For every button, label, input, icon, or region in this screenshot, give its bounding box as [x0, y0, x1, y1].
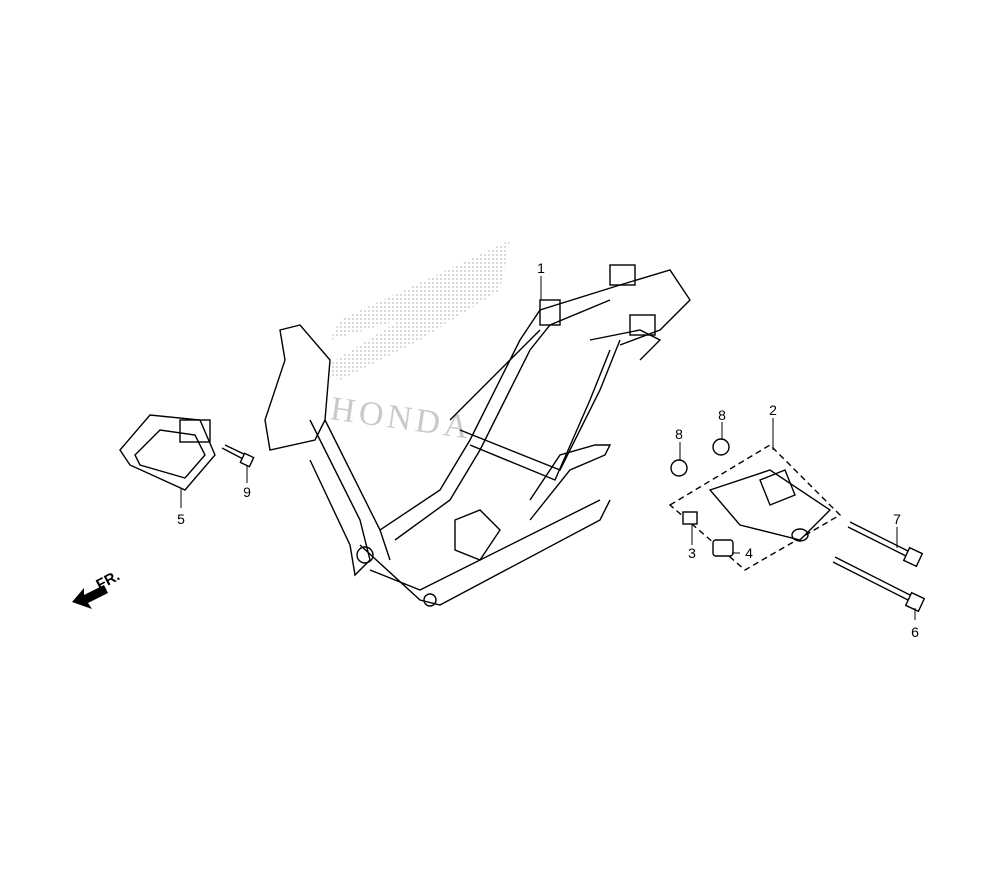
front-direction-arrow-icon	[72, 585, 108, 609]
callout-7: 7	[893, 511, 901, 527]
callout-2: 2	[769, 402, 777, 418]
collar-part-8a	[670, 459, 688, 477]
rubber-part-3	[682, 511, 698, 525]
callout-3: 3	[688, 545, 696, 561]
callout-8-left: 8	[675, 426, 683, 442]
bolt-part-9	[221, 444, 255, 468]
hanger-part-2	[668, 444, 842, 571]
leader-lines	[180, 276, 916, 620]
bolt-part-6	[832, 556, 926, 613]
honda-wing-watermark	[320, 240, 510, 380]
callout-1: 1	[537, 260, 545, 276]
bracket-part-5	[119, 414, 216, 491]
collar-part-8b	[712, 438, 730, 456]
bolt-part-7	[847, 521, 924, 568]
callout-9: 9	[243, 484, 251, 500]
callout-8-right: 8	[718, 407, 726, 423]
callout-6: 6	[911, 624, 919, 640]
callout-4: 4	[745, 545, 753, 561]
frame-part-1	[264, 264, 691, 607]
callout-5: 5	[177, 511, 185, 527]
rubber-part-4	[712, 539, 734, 557]
